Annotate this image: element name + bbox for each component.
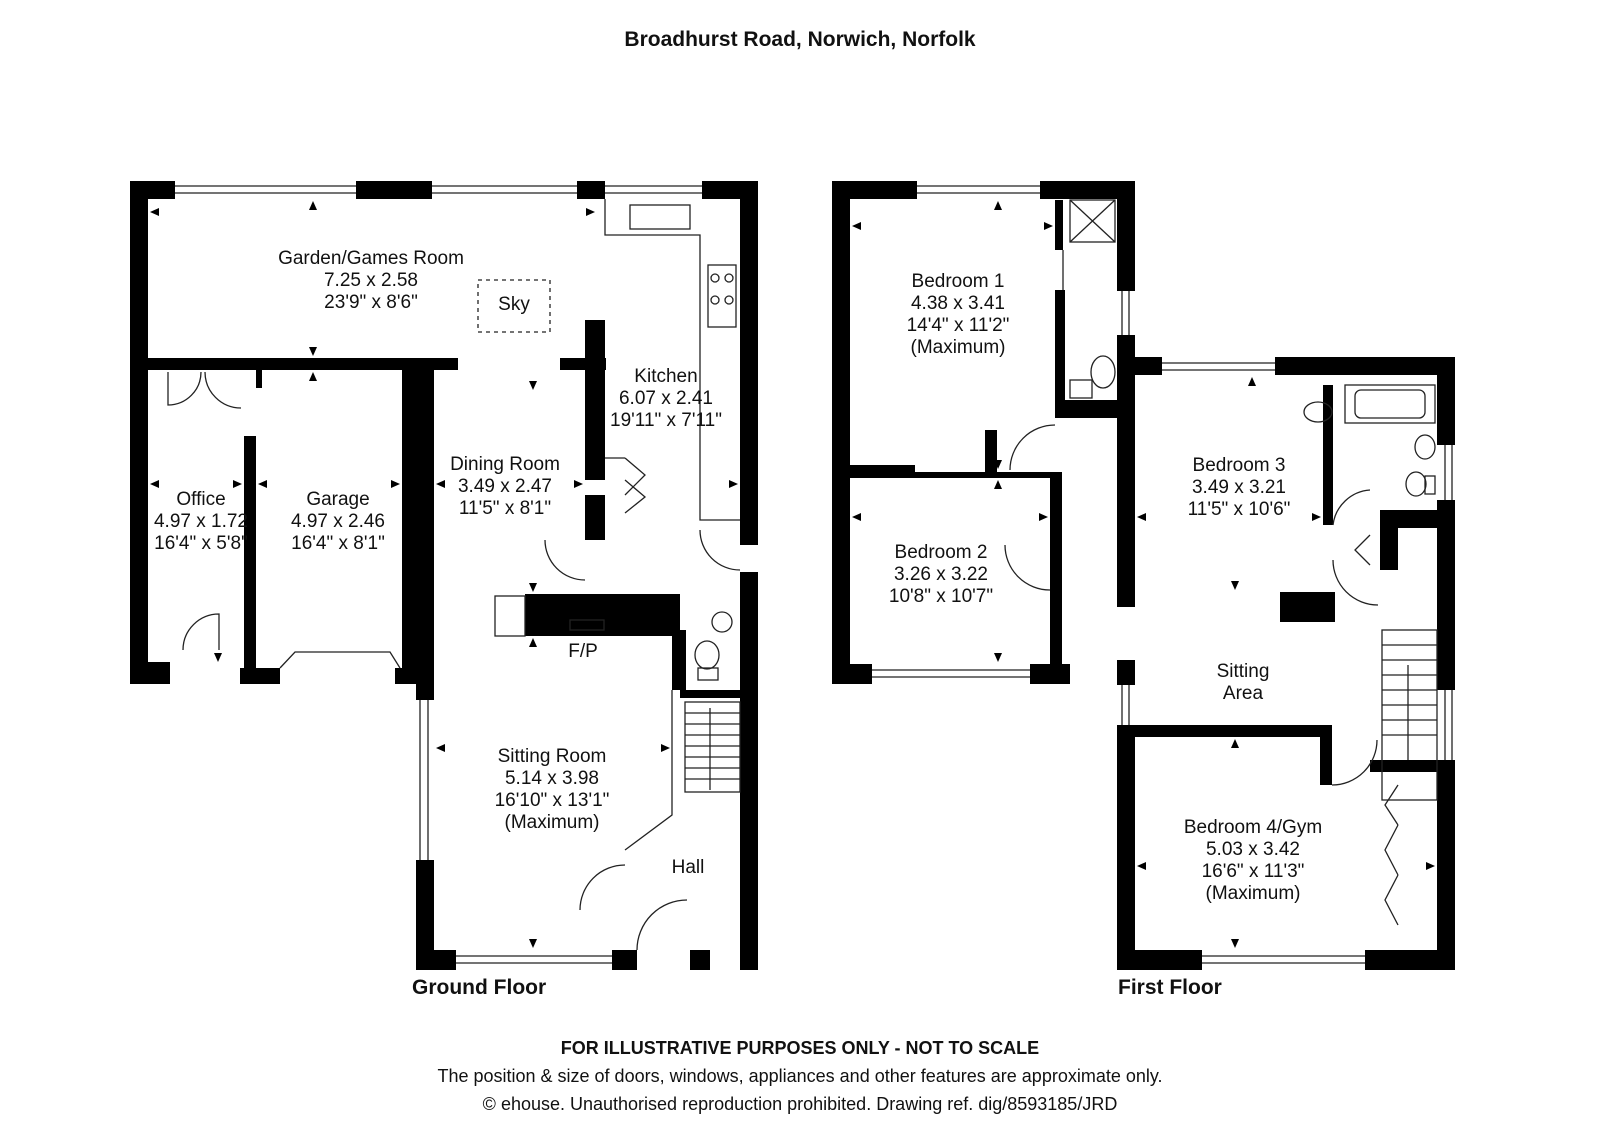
room-imperial: 14'4" x 11'2" bbox=[906, 315, 1010, 336]
room-metric: 4.97 x 2.46 bbox=[290, 511, 386, 532]
first-floor-plan bbox=[832, 181, 1455, 970]
room-name: Bedroom 1 bbox=[911, 271, 1005, 292]
room-metric: 7.25 x 2.58 bbox=[323, 270, 419, 291]
property-title: Broadhurst Road, Norwich, Norfolk bbox=[624, 28, 976, 51]
ground-floor-walls bbox=[130, 181, 758, 970]
room-label-kitchen: Kitchen 6.07 x 2.41 19'11" x 7'11" bbox=[610, 366, 722, 432]
disclaimer-text: The position & size of doors, windows, a… bbox=[437, 1066, 1163, 1086]
room-note: (Maximum) bbox=[910, 337, 1006, 358]
floor-label-ground: Ground Floor bbox=[412, 976, 547, 999]
room-imperial: 19'11" x 7'11" bbox=[610, 410, 722, 431]
fireplace-label: F/P bbox=[568, 641, 598, 662]
room-name: Garden/Games Room bbox=[278, 248, 464, 269]
room-label-garage: Garage 4.97 x 2.46 16'4" x 8'1" bbox=[291, 489, 385, 555]
room-name: Bedroom 2 bbox=[894, 542, 988, 563]
room-label-garden-games: Garden/Games Room 7.25 x 2.58 23'9" x 8'… bbox=[278, 248, 464, 314]
room-imperial: 23'9" x 8'6" bbox=[324, 292, 418, 313]
first-floor-fixtures bbox=[872, 185, 1453, 964]
floor-label-first: First Floor bbox=[1118, 976, 1222, 999]
room-label-bedroom-1: Bedroom 1 4.38 x 3.41 14'4" x 11'2" (Max… bbox=[907, 271, 1010, 359]
room-label-sitting-room: Sitting Room 5.14 x 3.98 16'10" x 13'1" … bbox=[495, 746, 610, 834]
room-imperial: 16'10" x 13'1" bbox=[494, 790, 610, 811]
room-metric: 3.49 x 2.47 bbox=[457, 476, 553, 497]
room-label-dining: Dining Room 3.49 x 2.47 11'5" x 8'1" bbox=[450, 454, 560, 520]
disclaimer-heading: FOR ILLUSTRATIVE PURPOSES ONLY - NOT TO … bbox=[560, 1038, 1040, 1058]
room-label-bedroom-4: Bedroom 4/Gym 5.03 x 3.42 16'6" x 11'3" … bbox=[1184, 817, 1322, 905]
ground-floor-dimension-markers bbox=[150, 201, 738, 948]
room-metric: 5.14 x 3.98 bbox=[504, 768, 600, 789]
room-metric: 5.03 x 3.42 bbox=[1205, 839, 1301, 860]
room-label-office: Office 4.97 x 1.72 16'4" x 5'8" bbox=[154, 489, 248, 555]
first-floor-dimension-markers bbox=[852, 201, 1435, 948]
room-name: Dining Room bbox=[450, 454, 560, 475]
room-note: (Maximum) bbox=[1205, 883, 1301, 904]
room-metric: 6.07 x 2.41 bbox=[618, 388, 714, 409]
room-label-bedroom-3: Bedroom 3 3.49 x 3.21 11'5" x 10'6" bbox=[1188, 455, 1291, 521]
room-metric: 3.26 x 3.22 bbox=[893, 564, 989, 585]
room-label-sky: Sky bbox=[498, 294, 530, 315]
ground-floor-fixtures bbox=[167, 185, 741, 964]
room-metric: 4.97 x 1.72 bbox=[153, 511, 249, 532]
room-name: Kitchen bbox=[634, 366, 698, 387]
room-name: Bedroom 4/Gym bbox=[1183, 817, 1323, 838]
room-imperial: 10'8" x 10'7" bbox=[888, 586, 994, 607]
room-imperial: 11'5" x 10'6" bbox=[1187, 499, 1291, 520]
room-name-line-1: Sitting bbox=[1216, 661, 1270, 682]
room-name: Sitting Room bbox=[497, 746, 607, 767]
room-name: Garage bbox=[306, 489, 370, 510]
room-note: (Maximum) bbox=[504, 812, 600, 833]
room-metric: 3.49 x 3.21 bbox=[1191, 477, 1287, 498]
room-imperial: 16'6" x 11'3" bbox=[1201, 861, 1305, 882]
first-floor-walls bbox=[832, 181, 1455, 970]
room-label-hall: Hall bbox=[671, 857, 705, 878]
room-metric: 4.38 x 3.41 bbox=[910, 293, 1006, 314]
room-label-bedroom-2: Bedroom 2 3.26 x 3.22 10'8" x 10'7" bbox=[889, 542, 993, 608]
copyright-text: © ehouse. Unauthorised reproduction proh… bbox=[482, 1094, 1118, 1114]
room-name: Office bbox=[176, 489, 226, 510]
ground-floor-plan bbox=[130, 181, 758, 970]
room-imperial: 16'4" x 8'1" bbox=[291, 533, 385, 554]
room-imperial: 16'4" x 5'8" bbox=[154, 533, 248, 554]
room-imperial: 11'5" x 8'1" bbox=[458, 498, 552, 519]
room-name-line-2: Area bbox=[1222, 683, 1264, 704]
room-label-sitting-area: Sitting Area bbox=[1217, 661, 1270, 705]
room-name: Bedroom 3 bbox=[1192, 455, 1286, 476]
